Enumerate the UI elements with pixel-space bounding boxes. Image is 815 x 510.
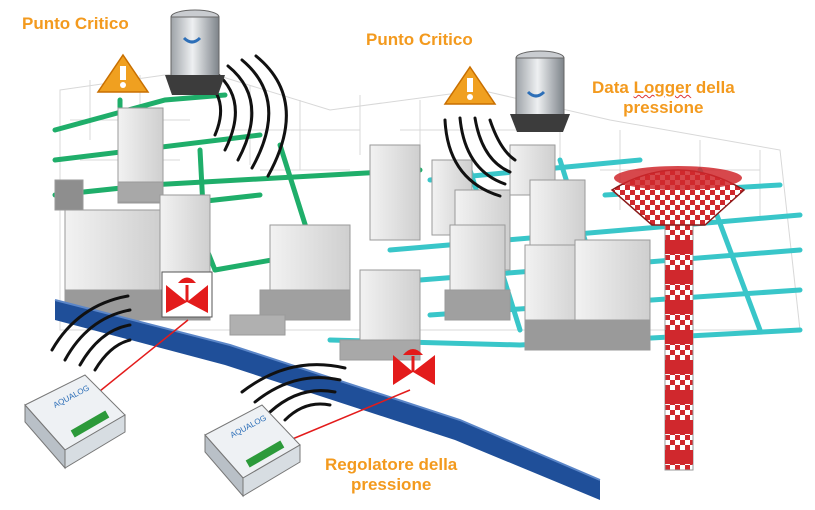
data-logger-label-part: Data xyxy=(592,78,634,97)
warning-icon xyxy=(96,53,150,93)
signal-lines xyxy=(94,319,411,441)
pressure-sensor-icon xyxy=(165,9,225,95)
pressure-sensor-icon xyxy=(510,50,570,132)
data-logger-label-part: della xyxy=(691,78,735,97)
data-logger-device-icon: AQUALOG xyxy=(204,404,301,498)
pressure-regulator-label-part: pressione xyxy=(350,475,432,494)
data-logger-device-icon: AQUALOG xyxy=(24,374,126,470)
radio-waves-icon xyxy=(50,54,517,422)
data-logger-label: Data Logger della pressione xyxy=(592,78,735,118)
valve-icon xyxy=(393,349,435,385)
data-logger-label-part: pressione xyxy=(623,98,704,117)
critical-point-label: Punto Critico xyxy=(22,14,129,33)
valve-icon xyxy=(161,271,213,318)
warning-icon xyxy=(443,65,497,105)
buildings xyxy=(54,107,651,361)
water-tower-icon xyxy=(610,166,746,471)
data-logger-label-part: Logger xyxy=(633,78,692,97)
main-water-pipe xyxy=(54,299,601,500)
pressure-regulator-label-part: Regolatore della xyxy=(325,455,458,474)
pressure-regulator-label: Regolatore della pressione xyxy=(325,455,457,495)
critical-point-label: Punto Critico xyxy=(366,30,473,49)
